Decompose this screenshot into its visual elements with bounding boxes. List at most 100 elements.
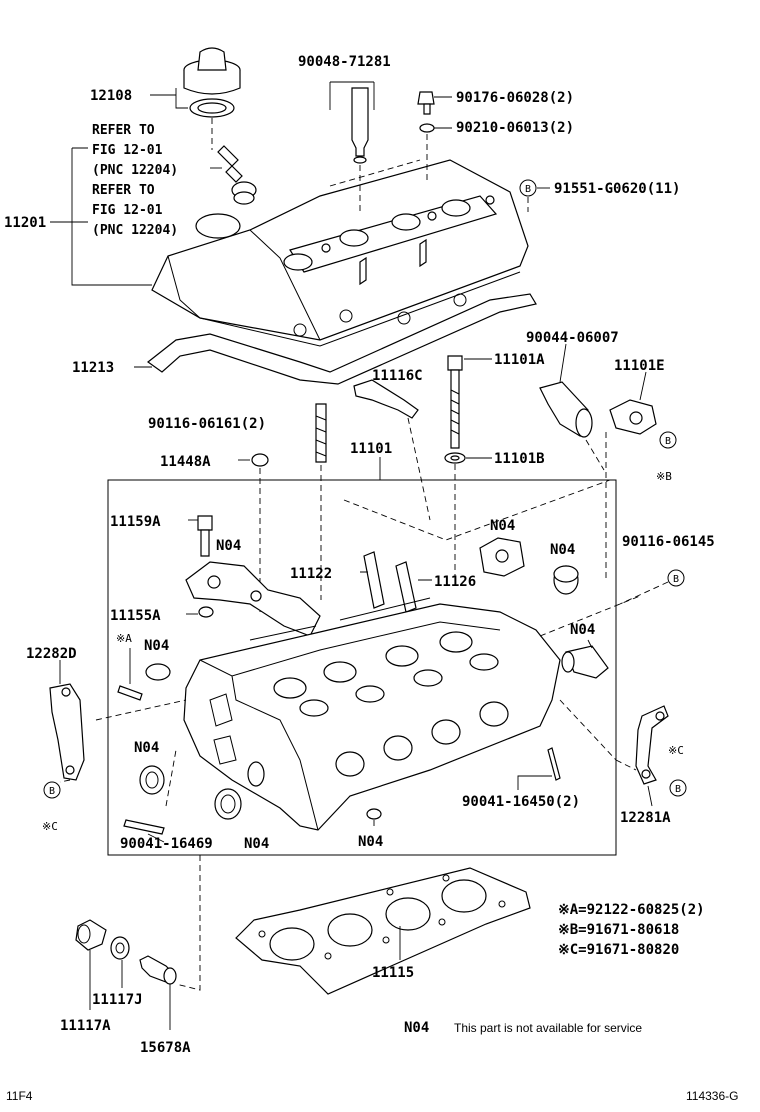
note-c: ※C=91671-80820: [558, 942, 679, 958]
label-11155A: 11155A: [110, 608, 161, 624]
marker-xc-left: ※C: [42, 820, 58, 833]
gasket-11117J: [110, 936, 130, 960]
oil-filler-cap-12108: [183, 47, 241, 118]
stud-90041-16469: [123, 819, 165, 835]
label-90176-06028: 90176-06028(2): [456, 90, 574, 106]
marker-b-90116-06145: [667, 569, 685, 587]
marker-b-91551: [519, 179, 537, 197]
label-n04-cap: N04: [216, 538, 241, 554]
refer-pnc-2: (PNC 12204): [92, 223, 178, 238]
footer-right: 114336-G: [686, 1089, 738, 1103]
marker-b-91551-text: B: [525, 184, 531, 195]
bolt-11159A: [197, 515, 213, 557]
label-n04-plug-lower: N04: [358, 834, 383, 850]
label-11126: 11126: [434, 574, 476, 590]
grommet-ref: [231, 181, 257, 205]
label-11159A: 11159A: [110, 514, 161, 530]
stud-90041-16450: [547, 747, 561, 781]
marker-b-left-text: B: [49, 786, 55, 797]
label-11101E: 11101E: [614, 358, 665, 374]
head-bolt-11101A: [447, 355, 463, 449]
cylinder-head-cover-11201: [151, 159, 529, 347]
refer-pnc-1: (PNC 12204): [92, 163, 178, 178]
refer-to-2: REFER TO: [92, 183, 155, 198]
plug-15678A: [139, 955, 177, 985]
bearing-cap-right-n04: [479, 537, 525, 577]
label-90116-06161: 90116-06161(2): [148, 416, 266, 432]
label-91551-G0620: 91551-G0620(11): [554, 181, 680, 197]
refer-to-1: REFER TO: [92, 123, 155, 138]
part-11155A: [198, 606, 214, 618]
marker-xb-sensor: ※B: [656, 470, 672, 483]
footer-left: 11F4: [6, 1089, 33, 1103]
head-cover-gasket-11213: [146, 293, 537, 385]
label-11117A: 11117A: [60, 1018, 111, 1034]
seal-washer-90210: [419, 123, 435, 133]
marker-xc-right: ※C: [668, 744, 684, 757]
water-outlet-90044: [539, 381, 593, 438]
seal-n04-lower-mid: [214, 788, 242, 820]
label-11101B: 11101B: [494, 451, 545, 467]
bolt-90176: [417, 91, 435, 115]
label-12281A: 12281A: [620, 810, 671, 826]
label-11101: 11101: [350, 441, 392, 457]
stud-90116-06161: [315, 403, 327, 463]
label-11201: 11201: [4, 215, 46, 231]
label-12282D: 12282D: [26, 646, 77, 662]
refer-fig-1: FIG 12-01: [92, 143, 163, 158]
label-n04-outlet: N04: [570, 622, 595, 638]
label-11117J: 11117J: [92, 992, 143, 1008]
label-11213: 11213: [72, 360, 114, 376]
label-15678A: 15678A: [140, 1040, 191, 1056]
sensor-11101E: [609, 399, 657, 435]
label-11448A: 11448A: [160, 454, 211, 470]
note-a: ※A=92122-60825(2): [558, 902, 705, 918]
label-90041-16469: 90041-16469: [120, 836, 213, 852]
label-n04-bottom: N04: [244, 836, 269, 852]
plug-11448A: [251, 453, 269, 467]
plug-n04: [553, 565, 579, 595]
note-b: ※B=91671-80618: [558, 922, 679, 938]
label-n04-lower-seal: N04: [134, 740, 159, 756]
marker-b-90116-06145-text: B: [673, 574, 679, 585]
label-11115: 11115: [372, 965, 414, 981]
cylinder-head-group-frame: [107, 479, 617, 856]
refer-fig-2: FIG 12-01: [92, 203, 163, 218]
marker-b-sensor-text: B: [665, 436, 671, 447]
label-11122: 11122: [290, 566, 332, 582]
plug-11117A: [75, 919, 107, 951]
marker-b-left: [43, 781, 61, 799]
cylinder-head-11101: [183, 597, 561, 831]
valve-guide-11126: [395, 561, 417, 613]
label-90044-06007: 90044-06007: [526, 330, 619, 346]
legend-text: This part is not available for service: [454, 1021, 642, 1035]
label-90116-06145: 90116-06145: [622, 534, 715, 550]
label-n04-plug: N04: [550, 542, 575, 558]
cylinder-head-gasket-11115: [235, 867, 531, 995]
marker-b-right: [669, 779, 687, 797]
marker-b-right-text: B: [675, 784, 681, 795]
label-12108: 12108: [90, 88, 132, 104]
stud-xa: [117, 685, 143, 701]
engine-hanger-12281A: [635, 705, 669, 785]
label-n04-right-cap: N04: [490, 518, 515, 534]
plug-n04-lower: [366, 808, 382, 820]
label-90048-71281: 90048-71281: [298, 54, 391, 70]
label-11101A: 11101A: [494, 352, 545, 368]
stud-90048-71281: [351, 87, 369, 164]
engine-hanger-12282D: [49, 683, 85, 781]
label-11116C: 11116C: [372, 368, 423, 384]
camshaft-bearing-cap-bolt-11116C: [353, 379, 419, 419]
marker-b-sensor: [659, 431, 677, 449]
valve-guide-11122: [363, 551, 385, 609]
label-90210-06013: 90210-06013(2): [456, 120, 574, 136]
pcv-valve-ref: [217, 145, 243, 183]
marker-xa: ※A: [116, 632, 132, 645]
legend-n04: N04: [404, 1020, 429, 1036]
seal-n04-lower-left: [139, 765, 165, 795]
seal-n04-left: [145, 663, 171, 681]
label-90041-16450: 90041-16450(2): [462, 794, 580, 810]
head-bolt-washer-11101B: [444, 452, 466, 464]
label-n04-seal: N04: [144, 638, 169, 654]
